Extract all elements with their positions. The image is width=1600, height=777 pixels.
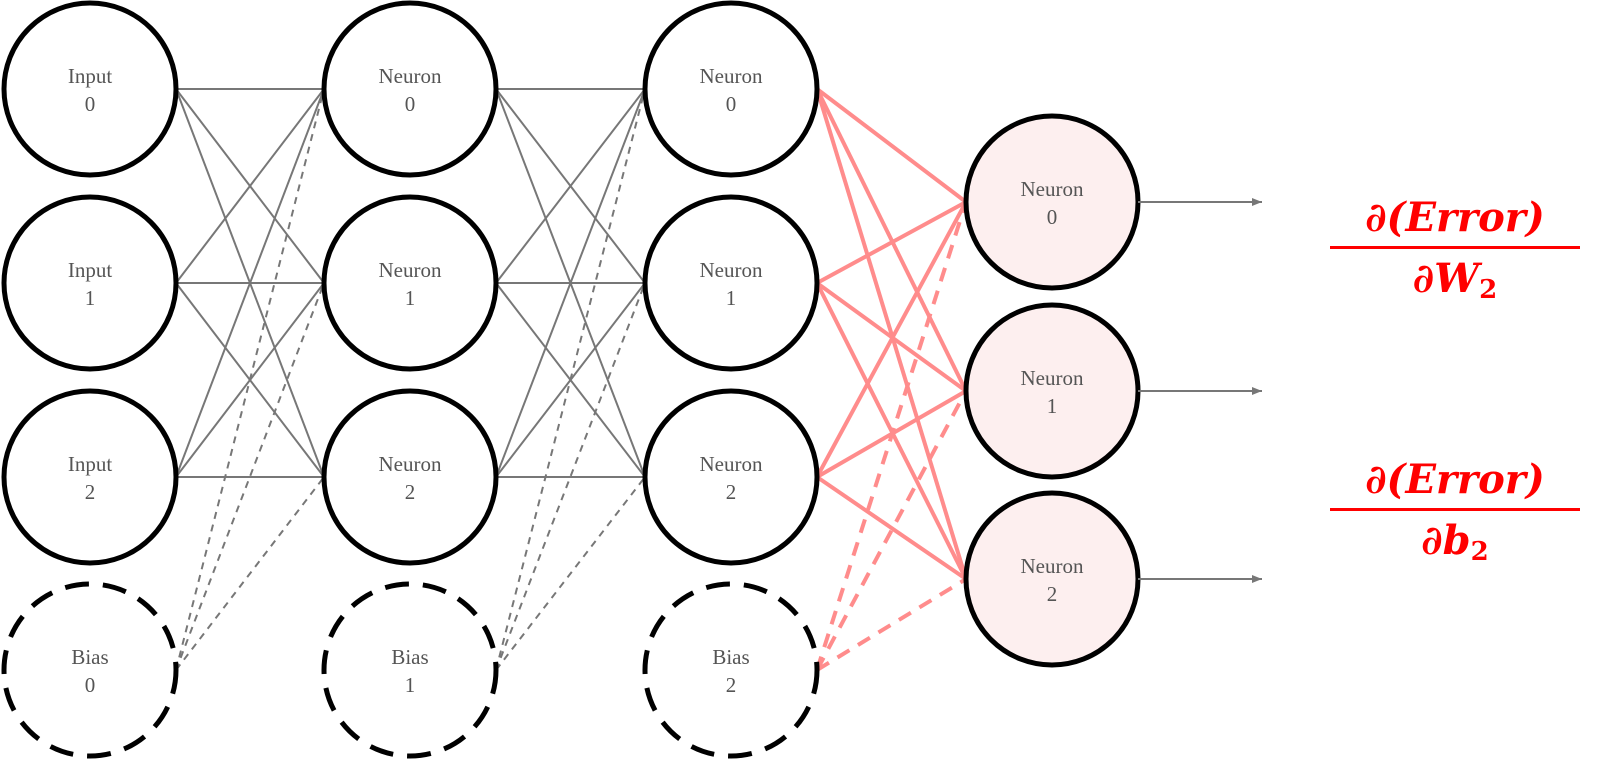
node-hidden1-neuron-1: Neuron 1 bbox=[321, 194, 499, 372]
neuron-node-circle bbox=[642, 194, 820, 372]
node-name-label: Neuron bbox=[700, 258, 763, 282]
nodes-group: Input0Input1Input2Bias0Neuron0Neuron1Neu… bbox=[1, 0, 1141, 759]
connection-input-bias0-to-hidden1-1 bbox=[175, 282, 325, 671]
connection-hidden2-neuron2-to-output-2 bbox=[815, 475, 968, 581]
connection-hidden2-neuron2-to-output-0 bbox=[815, 201, 968, 478]
node-index-label: 1 bbox=[85, 286, 96, 310]
node-index-label: 1 bbox=[726, 286, 737, 310]
neuron-node-circle bbox=[642, 388, 820, 566]
node-input-neuron-0: Input 0 bbox=[1, 0, 179, 178]
connection-hidden1-neuron1-to-hidden2-0 bbox=[495, 88, 646, 284]
node-name-label: Input bbox=[68, 452, 112, 476]
node-output-neuron-2: Neuron 2 bbox=[963, 490, 1141, 668]
node-index-label: 0 bbox=[726, 92, 737, 116]
node-name-label: Neuron bbox=[700, 64, 763, 88]
weight-gradient-formula: ∂(Error) ∂W2 bbox=[1330, 194, 1580, 314]
connection-hidden1-bias1-to-hidden2-1 bbox=[495, 282, 646, 671]
connection-hidden2-bias2-to-output-1 bbox=[815, 390, 968, 671]
bias-gradient-fraction-bar bbox=[1330, 508, 1580, 511]
node-hidden1-neuron-0: Neuron 0 bbox=[321, 0, 499, 178]
connections-group bbox=[175, 87, 968, 672]
node-index-label: 2 bbox=[726, 480, 737, 504]
node-name-label: Bias bbox=[391, 645, 428, 669]
node-index-label: 1 bbox=[1047, 394, 1058, 418]
connection-hidden2-bias2-to-output-2 bbox=[815, 577, 968, 672]
connection-hidden1-neuron2-to-hidden2-0 bbox=[495, 88, 646, 478]
node-index-label: 0 bbox=[405, 92, 416, 116]
node-hidden1-neuron-2: Neuron 2 bbox=[321, 388, 499, 566]
output-arrows-group bbox=[1138, 198, 1262, 583]
node-name-label: Input bbox=[68, 258, 112, 282]
neuron-node-circle bbox=[963, 490, 1141, 668]
bias-node-circle bbox=[1, 581, 179, 759]
node-name-label: Bias bbox=[71, 645, 108, 669]
node-hidden2-neuron-1: Neuron 1 bbox=[642, 194, 820, 372]
node-index-label: 2 bbox=[405, 480, 416, 504]
neuron-node-circle bbox=[321, 194, 499, 372]
node-input-bias-0: Bias 0 bbox=[1, 581, 179, 759]
neuron-node-circle bbox=[1, 194, 179, 372]
node-index-label: 2 bbox=[726, 673, 737, 697]
connection-hidden2-bias2-to-output-0 bbox=[815, 201, 968, 671]
node-index-label: 0 bbox=[85, 673, 96, 697]
node-name-label: Neuron bbox=[1021, 177, 1084, 201]
connection-hidden1-bias1-to-hidden2-0 bbox=[495, 88, 646, 671]
connection-input-bias0-to-hidden1-0 bbox=[175, 88, 325, 671]
connection-input-neuron1-to-hidden1-0 bbox=[175, 88, 325, 284]
neuron-node-circle bbox=[321, 388, 499, 566]
neuron-node-circle bbox=[321, 0, 499, 178]
node-name-label: Neuron bbox=[700, 452, 763, 476]
node-name-label: Neuron bbox=[1021, 366, 1084, 390]
node-index-label: 2 bbox=[1047, 582, 1058, 606]
node-index-label: 0 bbox=[1047, 205, 1058, 229]
connection-input-bias0-to-hidden1-2 bbox=[175, 476, 325, 671]
weight-gradient-numerator: ∂(Error) bbox=[1365, 194, 1545, 241]
node-name-label: Input bbox=[68, 64, 112, 88]
node-name-label: Neuron bbox=[379, 64, 442, 88]
bias-gradient-denominator: ∂b2 bbox=[1421, 517, 1489, 567]
bias-gradient-formula: ∂(Error) ∂b2 bbox=[1330, 456, 1580, 576]
node-index-label: 2 bbox=[85, 480, 96, 504]
bias-gradient-numerator: ∂(Error) bbox=[1365, 456, 1545, 503]
neuron-node-circle bbox=[642, 0, 820, 178]
connection-hidden2-neuron0-to-output-1 bbox=[815, 88, 968, 392]
neuron-node-circle bbox=[963, 302, 1141, 480]
node-hidden2-neuron-0: Neuron 0 bbox=[642, 0, 820, 178]
bias-node-circle bbox=[321, 581, 499, 759]
node-output-neuron-1: Neuron 1 bbox=[963, 302, 1141, 480]
weight-gradient-denominator: ∂W2 bbox=[1412, 255, 1498, 305]
neuron-node-circle bbox=[963, 113, 1141, 291]
node-index-label: 1 bbox=[405, 286, 416, 310]
node-name-label: Neuron bbox=[379, 258, 442, 282]
connection-input-neuron2-to-hidden1-0 bbox=[175, 88, 325, 478]
connection-hidden2-neuron0-to-output-2 bbox=[815, 88, 968, 580]
node-name-label: Bias bbox=[712, 645, 749, 669]
connection-hidden2-neuron1-to-output-0 bbox=[816, 200, 967, 285]
node-output-neuron-0: Neuron 0 bbox=[963, 113, 1141, 291]
node-hidden2-bias-2: Bias 2 bbox=[642, 581, 820, 759]
connection-hidden2-neuron0-to-output-0 bbox=[815, 87, 968, 204]
node-name-label: Neuron bbox=[1021, 554, 1084, 578]
node-index-label: 0 bbox=[85, 92, 96, 116]
connection-hidden1-bias1-to-hidden2-2 bbox=[495, 476, 646, 671]
node-hidden1-bias-1: Bias 1 bbox=[321, 581, 499, 759]
node-input-neuron-2: Input 2 bbox=[1, 388, 179, 566]
node-index-label: 1 bbox=[405, 673, 416, 697]
node-name-label: Neuron bbox=[379, 452, 442, 476]
bias-node-circle bbox=[642, 581, 820, 759]
neuron-node-circle bbox=[1, 0, 179, 178]
node-input-neuron-1: Input 1 bbox=[1, 194, 179, 372]
weight-gradient-fraction-bar bbox=[1330, 246, 1580, 249]
neuron-node-circle bbox=[1, 388, 179, 566]
node-hidden2-neuron-2: Neuron 2 bbox=[642, 388, 820, 566]
